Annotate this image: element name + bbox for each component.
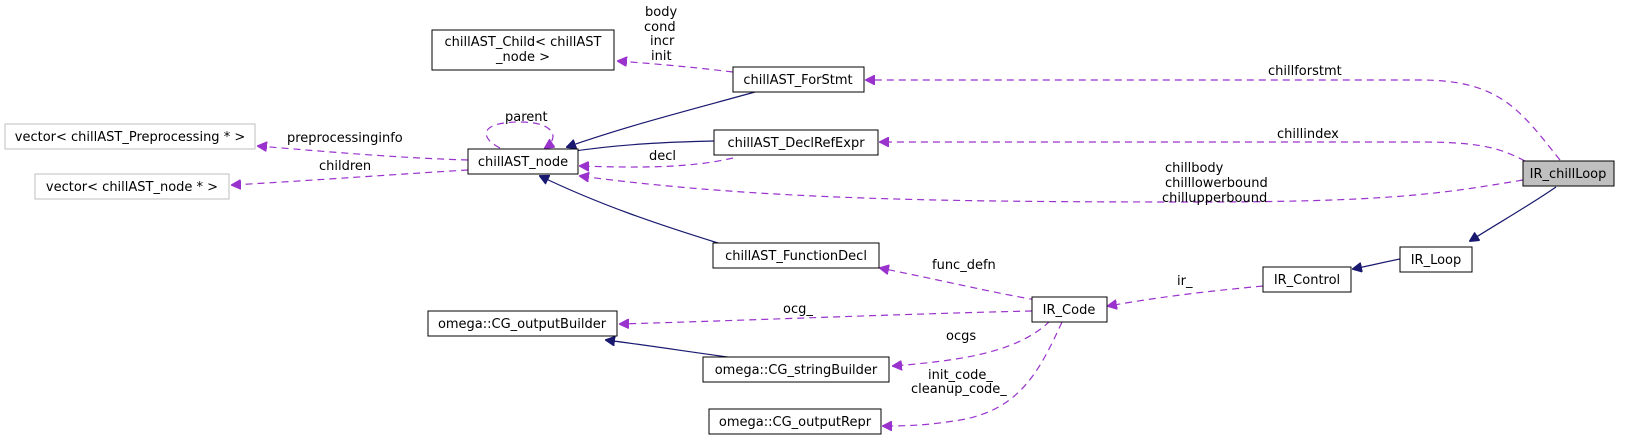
edge-ircode-ocgs	[893, 320, 1051, 366]
edge-label-preprocessinginfo: preprocessinginfo	[287, 131, 403, 146]
node-cg-stringbuilder[interactable]: omega::CG_stringBuilder	[702, 356, 890, 383]
edge-label-chillforstmt: chillforstmt	[1268, 64, 1342, 79]
edge-label-cond: cond	[644, 20, 676, 35]
edge-label-ocgs: ocgs	[946, 329, 976, 344]
edge-label-decl: decl	[649, 149, 676, 164]
edge-ircode-initcode	[883, 321, 1063, 426]
edge-label-chillupperbound: chillupperbound	[1162, 191, 1267, 206]
edge-label-ir: ir_	[1177, 274, 1193, 289]
node-label: vector< chillAST_Preprocessing * >	[15, 130, 245, 145]
edge-label-parent: parent	[505, 110, 548, 125]
edge-chillbody-bounds	[580, 176, 1524, 203]
node-label-line2: _node >	[495, 50, 550, 65]
edge-label-chilllowerbound: chilllowerbound	[1165, 176, 1268, 191]
edge-chillindex	[880, 142, 1526, 162]
edge-label-cleanup-code: cleanup_code_	[911, 382, 1007, 397]
node-chillast-child[interactable]: chillAST_Child< chillAST _node >	[431, 29, 615, 71]
node-chillast-functiondecl[interactable]: chillAST_FunctionDecl	[712, 242, 880, 269]
node-label: omega::CG_outputBuilder	[438, 317, 607, 332]
node-label-line1: chillAST_Child< chillAST	[445, 35, 602, 50]
node-label: IR_Loop	[1411, 253, 1462, 268]
node-cg-outputrepr[interactable]: omega::CG_outputRepr	[708, 408, 882, 435]
edge-ircode-ocg	[620, 310, 1033, 324]
node-label: chillAST_FunctionDecl	[725, 249, 867, 264]
node-label: IR_chillLoop	[1530, 167, 1607, 182]
node-chillast-declrefexpr[interactable]: chillAST_DeclRefExpr	[713, 129, 879, 156]
edge-forstmt-body	[618, 61, 734, 73]
node-vector-preprocessing[interactable]: vector< chillAST_Preprocessing * >	[4, 123, 256, 150]
edge-node-parent	[485, 121, 553, 148]
edge-irchillloop-to-irloop	[1470, 186, 1557, 241]
edge-declrefexpr-to-node	[568, 140, 715, 152]
edge-ircontrol-ir	[1108, 285, 1264, 306]
node-label: omega::CG_stringBuilder	[715, 363, 878, 378]
edge-functiondecl-to-node	[540, 176, 719, 244]
edge-declref-decl	[580, 157, 734, 167]
node-label: IR_Code	[1043, 303, 1096, 318]
node-chillast-forstmt[interactable]: chillAST_ForStmt	[732, 66, 865, 93]
edge-label-init: init	[651, 49, 672, 64]
node-label: chillAST_node	[478, 155, 568, 170]
node-label: chillAST_ForStmt	[743, 73, 852, 88]
edge-label-init-code: init_code_	[928, 368, 993, 383]
edge-forstmt-to-node	[567, 91, 756, 147]
node-label: IR_Control	[1274, 273, 1340, 288]
edge-label-body: body	[645, 5, 677, 20]
edge-label-children: children	[319, 159, 371, 174]
node-ir-control[interactable]: IR_Control	[1262, 266, 1352, 293]
edge-label-incr: incr	[650, 34, 675, 49]
node-cg-outputbuilder[interactable]: omega::CG_outputBuilder	[427, 310, 618, 337]
edge-label-chillindex: chillindex	[1277, 127, 1339, 142]
node-vector-node[interactable]: vector< chillAST_node * >	[34, 173, 230, 200]
node-label: omega::CG_outputRepr	[719, 415, 872, 430]
edge-node-children	[232, 169, 469, 185]
node-ir-code[interactable]: IR_Code	[1031, 296, 1108, 323]
edge-label-ocg: ocg_	[783, 302, 813, 317]
edge-chillforstmt	[866, 80, 1561, 161]
node-label: vector< chillAST_node * >	[46, 180, 218, 195]
node-label: chillAST_DeclRefExpr	[727, 136, 865, 151]
edge-ircode-funcdefn	[880, 268, 1037, 301]
node-ir-chillloop[interactable]: IR_chillLoop	[1522, 160, 1615, 187]
node-ir-loop[interactable]: IR_Loop	[1399, 246, 1473, 273]
edge-irloop-to-ircontrol	[1353, 258, 1401, 269]
edge-label-chillbody: chillbody	[1165, 161, 1224, 176]
edge-node-preprocessinginfo	[258, 146, 469, 161]
node-chillast-node[interactable]: chillAST_node	[467, 148, 579, 175]
edge-label-func-defn: func_defn	[932, 258, 996, 273]
